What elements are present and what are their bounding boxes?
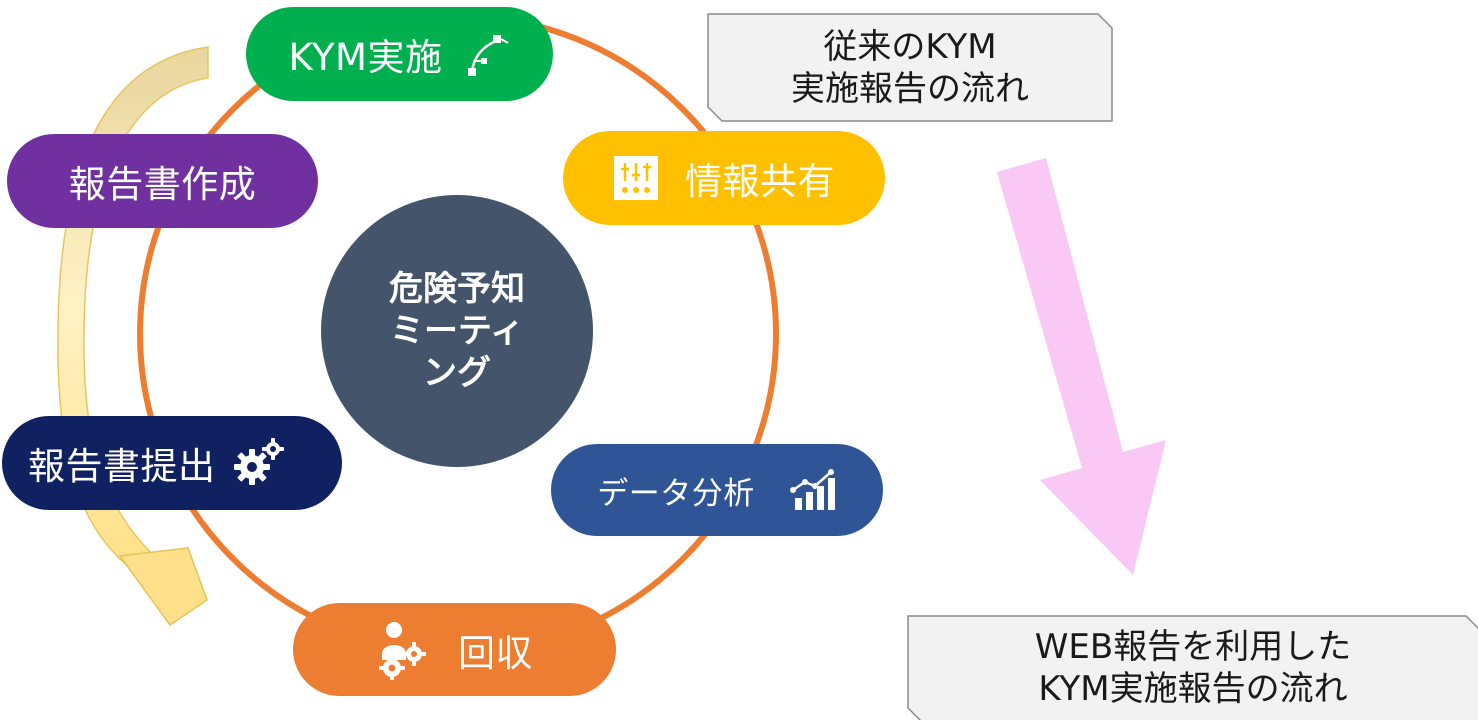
step-information-sharing: 情報共有 bbox=[563, 131, 885, 225]
note-previous-flow: 従来のKYM 実施報告の流れ bbox=[791, 26, 1029, 109]
center-label: 危険予知ミーティング bbox=[389, 269, 525, 393]
step-label: KYM実施 bbox=[288, 36, 443, 79]
transition-arrow bbox=[997, 158, 1166, 575]
note-previous-shape bbox=[707, 13, 1113, 122]
center-circle: 危険予知ミーティング bbox=[321, 195, 593, 467]
person-gears-icon bbox=[376, 620, 428, 680]
step-data-analysis: データ分析 bbox=[551, 444, 883, 536]
gears-icon bbox=[232, 437, 286, 489]
bar-chart-icon bbox=[789, 468, 837, 512]
sliders-icon bbox=[613, 155, 659, 201]
step-label: 情報共有 bbox=[685, 160, 835, 203]
step-kym-implementation: KYM実施 bbox=[246, 7, 553, 101]
pen-tool-icon bbox=[464, 31, 510, 77]
step-label: 報告書提出 bbox=[28, 445, 216, 488]
step-label: データ分析 bbox=[597, 475, 755, 512]
note-web-flow: WEB報告を利用した KYM実施報告の流れ bbox=[1034, 627, 1352, 709]
note-web-shape bbox=[907, 615, 1478, 720]
step-collection: 回収 bbox=[293, 603, 616, 696]
step-label: 報告書作成 bbox=[68, 163, 257, 206]
step-report-creation: 報告書作成 bbox=[7, 134, 318, 228]
step-label: 回収 bbox=[458, 631, 533, 675]
cycle-arrow-head bbox=[118, 547, 208, 627]
step-report-submission: 報告書提出 bbox=[2, 416, 342, 510]
